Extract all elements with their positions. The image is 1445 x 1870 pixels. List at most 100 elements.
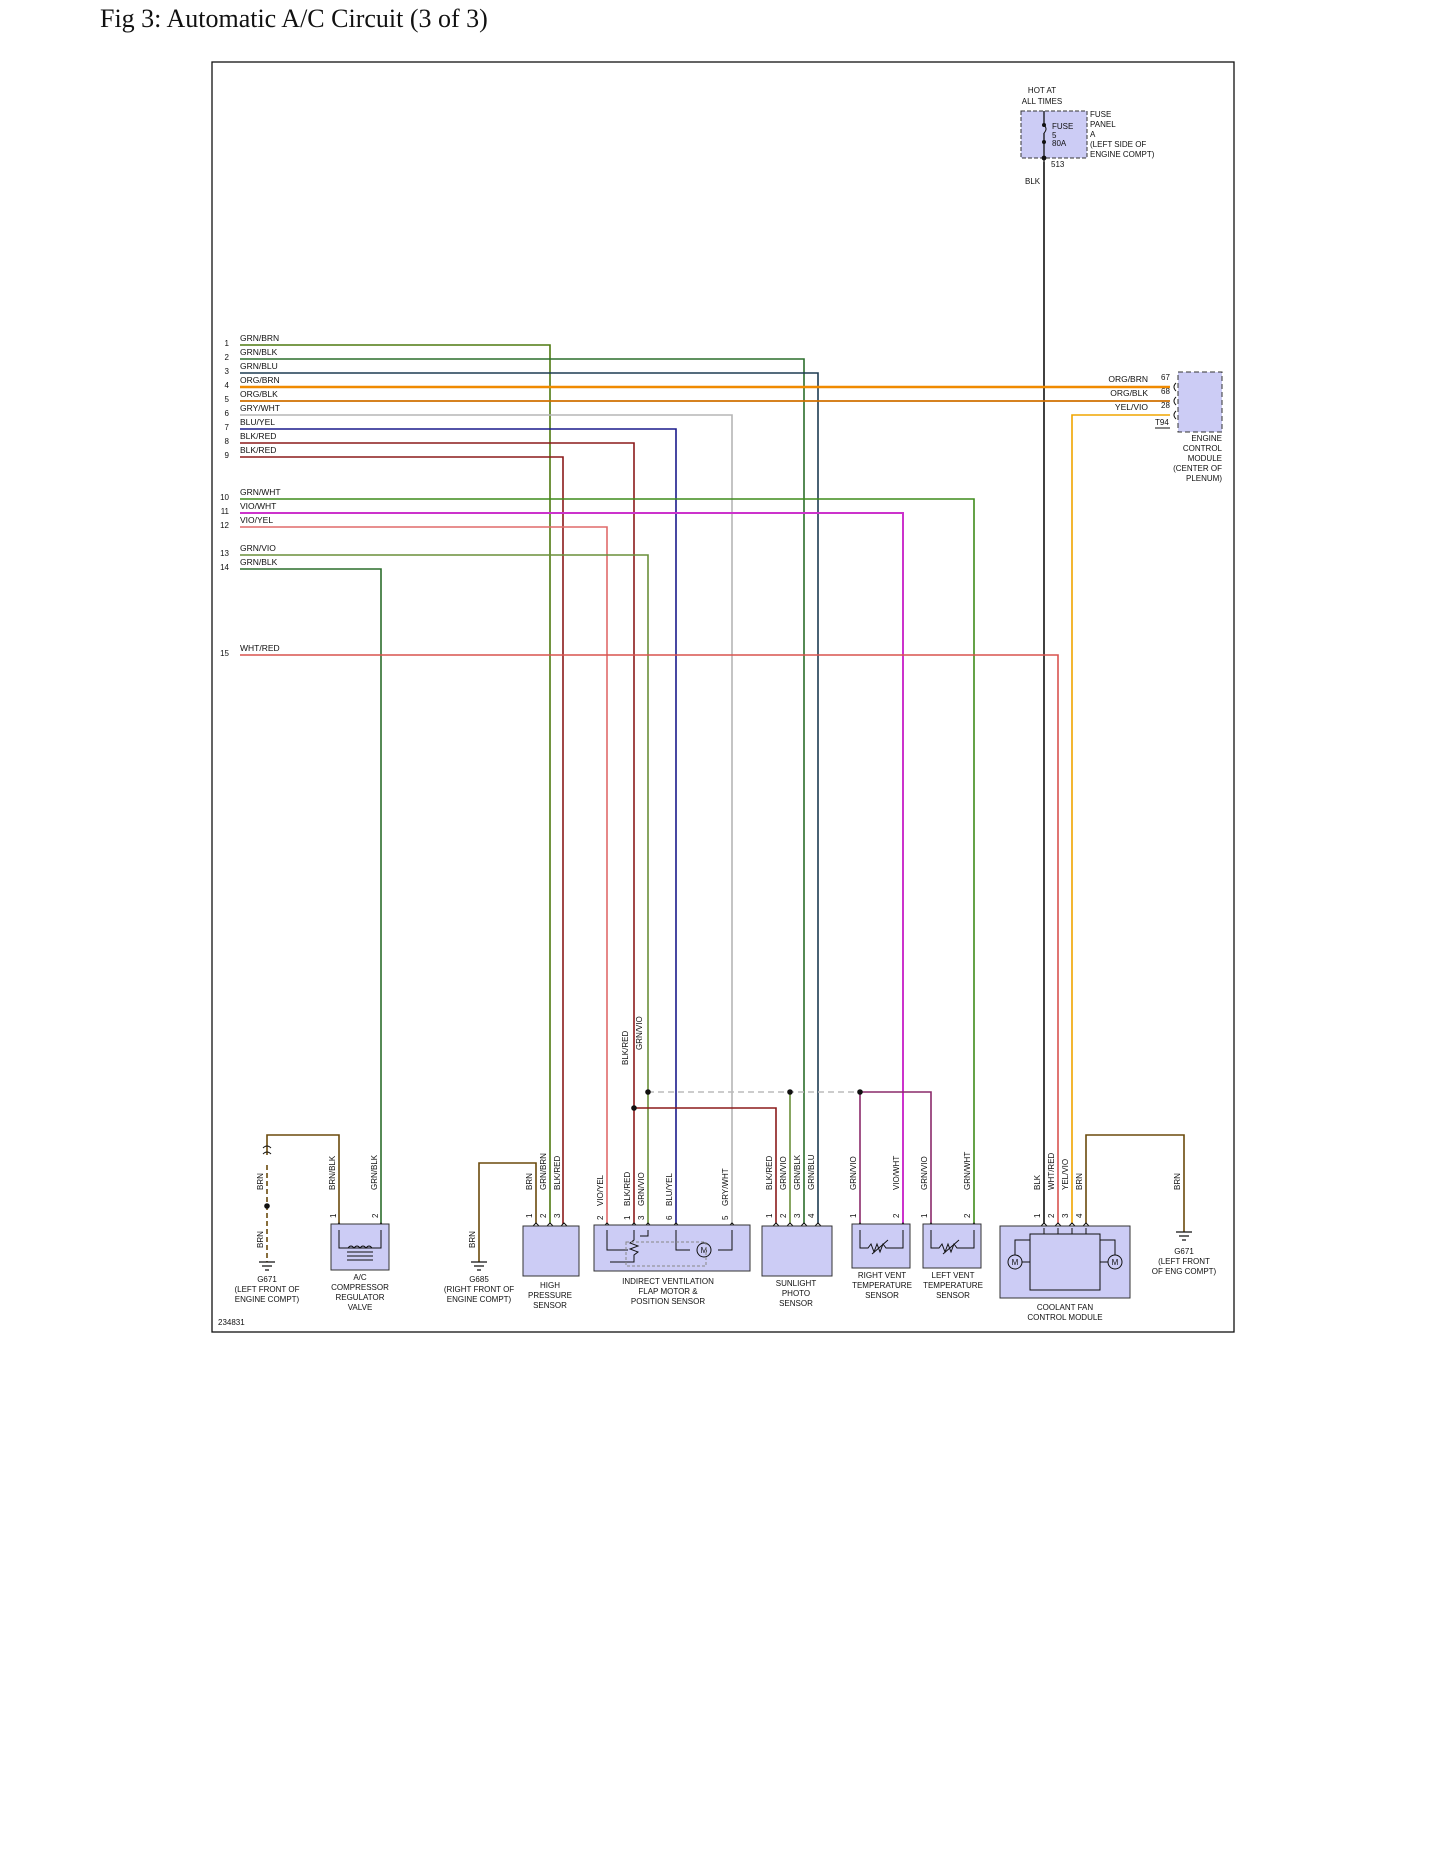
svg-text:ORG/BRN: ORG/BRN bbox=[1108, 374, 1148, 384]
svg-text:GRN/BLU: GRN/BLU bbox=[240, 361, 278, 371]
left-vent-temperature-sensor: GRN/VIO GRN/WHT 1 2 LEFT VENT TEMPERATUR… bbox=[920, 1152, 983, 1300]
svg-text:LEFT VENT: LEFT VENT bbox=[932, 1271, 975, 1280]
svg-text:YEL/VIO: YEL/VIO bbox=[1115, 402, 1148, 412]
svg-text:BLU/YEL: BLU/YEL bbox=[665, 1173, 674, 1206]
svg-text:SENSOR: SENSOR bbox=[779, 1299, 813, 1308]
svg-text:SENSOR: SENSOR bbox=[936, 1291, 970, 1300]
engine-control-module: ORG/BRN ORG/BLK YEL/VIO 67 68 28 T94 ENG… bbox=[1108, 371, 1223, 483]
svg-text:WHT/RED: WHT/RED bbox=[240, 643, 280, 653]
diagram-frame bbox=[211, 61, 1235, 1333]
svg-text:CONTROL MODULE: CONTROL MODULE bbox=[1027, 1313, 1102, 1322]
svg-text:2: 2 bbox=[779, 1213, 788, 1218]
svg-text:BLK: BLK bbox=[1033, 1174, 1042, 1190]
svg-text:BRN: BRN bbox=[256, 1231, 265, 1248]
svg-text:G671: G671 bbox=[1174, 1247, 1194, 1256]
svg-text:4: 4 bbox=[1075, 1213, 1084, 1218]
ground-g685: BRN G685 (RIGHT FRONT OF ENGINE COMPT) bbox=[444, 1231, 514, 1304]
right-vent-temperature-sensor: GRN/VIO VIO/WHT 1 2 RIGHT VENT TEMPERATU… bbox=[849, 1156, 912, 1300]
svg-text:A: A bbox=[1090, 130, 1096, 139]
svg-text:(CENTER OF: (CENTER OF bbox=[1173, 464, 1222, 473]
fuse-panel: HOT AT ALL TIMES FUSE 5 80A FUSE PANEL A… bbox=[1020, 86, 1155, 186]
svg-text:67: 67 bbox=[1161, 373, 1170, 382]
svg-text:5: 5 bbox=[1052, 131, 1057, 140]
svg-text:1: 1 bbox=[1033, 1213, 1042, 1218]
svg-text:SUNLIGHT: SUNLIGHT bbox=[776, 1279, 817, 1288]
svg-text:COMPRESSOR: COMPRESSOR bbox=[331, 1283, 389, 1292]
svg-text:REGULATOR: REGULATOR bbox=[335, 1293, 384, 1302]
svg-text:PANEL: PANEL bbox=[1090, 120, 1116, 129]
svg-text:GRN/BLU: GRN/BLU bbox=[807, 1154, 816, 1190]
svg-text:FUSE: FUSE bbox=[1090, 110, 1111, 119]
svg-text:68: 68 bbox=[1161, 387, 1170, 396]
svg-text:SENSOR: SENSOR bbox=[533, 1301, 567, 1310]
svg-text:GRN/VIO: GRN/VIO bbox=[779, 1156, 788, 1190]
coolant-fan-control-module: BLK WHT/RED YEL/VIO BRN 1 2 3 4 M M COOL… bbox=[999, 1152, 1131, 1322]
svg-text:GRN/WHT: GRN/WHT bbox=[963, 1152, 972, 1190]
svg-text:1: 1 bbox=[225, 339, 230, 348]
svg-text:(RIGHT FRONT OF: (RIGHT FRONT OF bbox=[444, 1285, 514, 1294]
svg-text:2: 2 bbox=[539, 1213, 548, 1218]
svg-text:VIO/YEL: VIO/YEL bbox=[240, 515, 273, 525]
svg-text:ENGINE COMPT): ENGINE COMPT) bbox=[235, 1295, 300, 1304]
svg-text:BRN: BRN bbox=[525, 1173, 534, 1190]
svg-text:13: 13 bbox=[220, 549, 229, 558]
svg-text:BRN: BRN bbox=[1075, 1173, 1084, 1190]
svg-text:COOLANT FAN: COOLANT FAN bbox=[1037, 1303, 1094, 1312]
svg-text:GRN/VIO: GRN/VIO bbox=[240, 543, 276, 553]
svg-text:FLAP MOTOR &: FLAP MOTOR & bbox=[638, 1287, 698, 1296]
page-title: Fig 3: Automatic A/C Circuit (3 of 3) bbox=[100, 4, 488, 33]
svg-text:GRN/BLK: GRN/BLK bbox=[793, 1154, 802, 1190]
svg-text:1: 1 bbox=[849, 1213, 858, 1218]
svg-text:1: 1 bbox=[623, 1215, 632, 1220]
svg-text:BLK: BLK bbox=[1025, 177, 1041, 186]
svg-text:SENSOR: SENSOR bbox=[865, 1291, 899, 1300]
svg-text:2: 2 bbox=[596, 1215, 605, 1220]
svg-text:VIO/WHT: VIO/WHT bbox=[892, 1156, 901, 1190]
svg-text:8: 8 bbox=[225, 437, 230, 446]
svg-text:80A: 80A bbox=[1052, 139, 1067, 148]
svg-text:ENGINE: ENGINE bbox=[1191, 434, 1222, 443]
svg-text:ENGINE COMPT): ENGINE COMPT) bbox=[1090, 150, 1155, 159]
svg-text:M: M bbox=[1012, 1258, 1019, 1267]
svg-text:BLK/RED: BLK/RED bbox=[621, 1031, 630, 1065]
svg-text:TEMPERATURE: TEMPERATURE bbox=[852, 1281, 912, 1290]
svg-text:CONTROL: CONTROL bbox=[1183, 444, 1223, 453]
svg-text:ENGINE COMPT): ENGINE COMPT) bbox=[447, 1295, 512, 1304]
svg-text:7: 7 bbox=[225, 423, 230, 432]
svg-text:INDIRECT VENTILATION: INDIRECT VENTILATION bbox=[622, 1277, 714, 1286]
svg-text:2: 2 bbox=[1047, 1213, 1056, 1218]
svg-text:OF ENG COMPT): OF ENG COMPT) bbox=[1152, 1267, 1217, 1276]
svg-text:HIGH: HIGH bbox=[540, 1281, 560, 1290]
svg-text:BLK/RED: BLK/RED bbox=[553, 1156, 562, 1190]
svg-text:GRY/WHT: GRY/WHT bbox=[240, 403, 280, 413]
svg-text:2: 2 bbox=[963, 1213, 972, 1218]
svg-text:POSITION SENSOR: POSITION SENSOR bbox=[631, 1297, 705, 1306]
svg-text:M: M bbox=[1112, 1258, 1119, 1267]
svg-text:BLK/RED: BLK/RED bbox=[623, 1172, 632, 1206]
svg-text:1: 1 bbox=[920, 1213, 929, 1218]
svg-text:GRN/VIO: GRN/VIO bbox=[635, 1016, 644, 1050]
svg-text:TEMPERATURE: TEMPERATURE bbox=[923, 1281, 983, 1290]
svg-text:3: 3 bbox=[553, 1213, 562, 1218]
svg-text:5: 5 bbox=[721, 1215, 730, 1220]
wires bbox=[240, 162, 1185, 1262]
svg-text:T94: T94 bbox=[1155, 418, 1169, 427]
svg-text:GRN/VIO: GRN/VIO bbox=[637, 1172, 646, 1206]
svg-text:ORG/BRN: ORG/BRN bbox=[240, 375, 280, 385]
svg-text:M: M bbox=[701, 1246, 708, 1255]
svg-text:GRY/WHT: GRY/WHT bbox=[721, 1168, 730, 1206]
svg-text:4: 4 bbox=[807, 1213, 816, 1218]
svg-text:ORG/BLK: ORG/BLK bbox=[1110, 388, 1148, 398]
svg-text:6: 6 bbox=[225, 409, 230, 418]
svg-text:9: 9 bbox=[225, 451, 230, 460]
svg-text:5: 5 bbox=[225, 395, 230, 404]
svg-text:1: 1 bbox=[525, 1213, 534, 1218]
svg-text:PLENUM): PLENUM) bbox=[1186, 474, 1222, 483]
svg-text:28: 28 bbox=[1161, 401, 1170, 410]
svg-text:ORG/BLK: ORG/BLK bbox=[240, 389, 278, 399]
ground-g671-left: BRN BRN G671 (LEFT FRONT OF ENGINE COMPT… bbox=[234, 1145, 300, 1304]
svg-text:GRN/BLK: GRN/BLK bbox=[370, 1154, 379, 1190]
svg-text:ALL TIMES: ALL TIMES bbox=[1022, 97, 1062, 106]
svg-text:GRN/BRN: GRN/BRN bbox=[240, 333, 279, 343]
